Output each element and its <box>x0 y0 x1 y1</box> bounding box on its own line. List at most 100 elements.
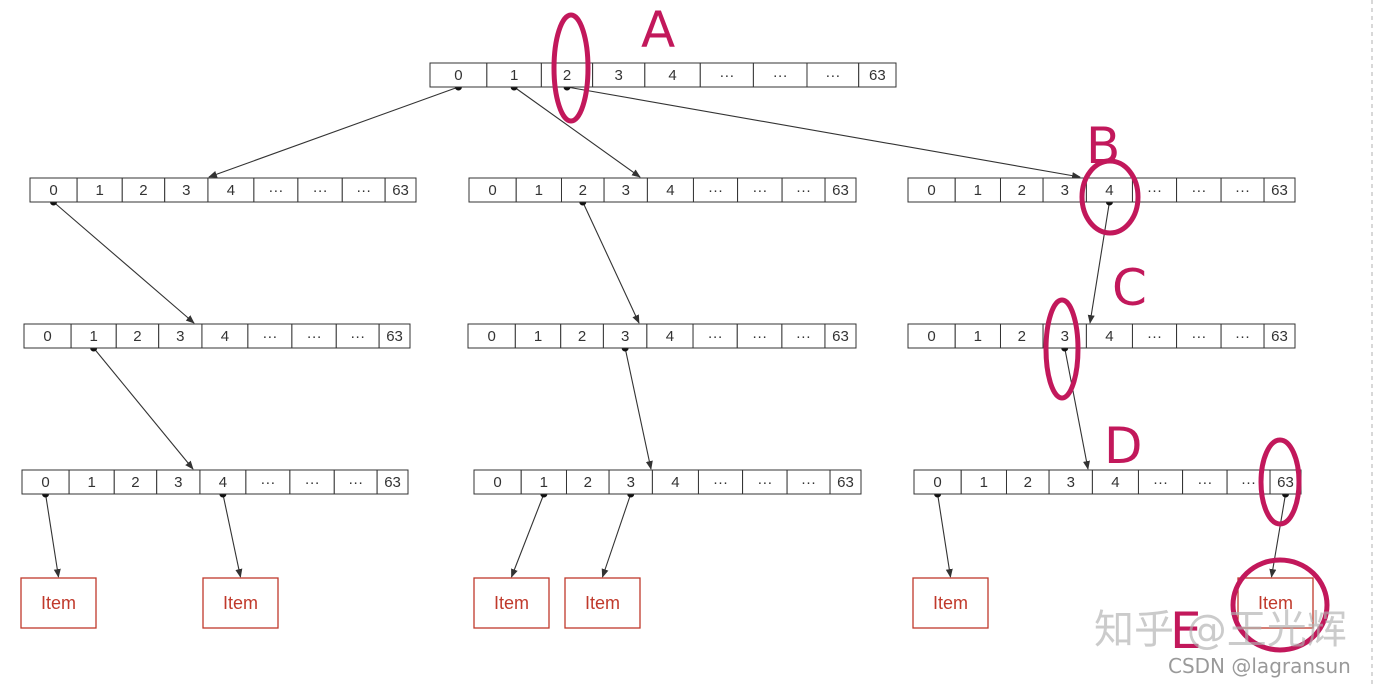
pointer-arrow <box>510 493 545 578</box>
slot-label: ··· <box>348 474 363 491</box>
slot-label: 0 <box>488 182 496 199</box>
slot-cell <box>1220 177 1265 203</box>
slot-label: 63 <box>384 474 401 491</box>
slot-label: 1 <box>535 182 543 199</box>
slot-label: ··· <box>1235 328 1250 345</box>
slot-label: ··· <box>752 328 767 345</box>
slot-label: 2 <box>1018 328 1026 345</box>
slot-cell <box>540 62 594 88</box>
slot-cell <box>608 469 653 495</box>
slot-label: ··· <box>356 182 371 199</box>
slot-label: ··· <box>1191 182 1206 199</box>
slot-cell <box>291 323 337 349</box>
slot-label: 1 <box>974 328 982 345</box>
step-marker-a: A <box>641 1 675 59</box>
item-label: Item <box>1258 593 1293 613</box>
slot-label: 63 <box>1277 474 1294 491</box>
item-box-frame <box>20 577 97 629</box>
slot-label: ··· <box>1147 182 1162 199</box>
pointer-arrow <box>601 493 632 578</box>
slot-label: 4 <box>666 328 674 345</box>
slot-cell <box>699 62 754 88</box>
item-box-frame <box>202 577 279 629</box>
pointer-arrow <box>222 493 243 578</box>
pointer-arrow <box>937 493 953 578</box>
highlight-ellipse <box>551 12 591 124</box>
slot-label: 63 <box>832 328 849 345</box>
slot-label: ··· <box>796 182 811 199</box>
slot-label: 0 <box>41 474 49 491</box>
slot-label: ··· <box>757 474 772 491</box>
slot-label: ··· <box>801 474 816 491</box>
slot-cell <box>21 469 70 495</box>
slot-label: 1 <box>540 474 548 491</box>
slot-cell <box>907 323 956 349</box>
slot-cell <box>692 177 739 203</box>
slot-label: 63 <box>832 182 849 199</box>
item-box: Item <box>473 577 550 629</box>
slot-label: 4 <box>1105 328 1113 345</box>
slot-cell <box>1263 323 1296 349</box>
slot-label: ··· <box>708 182 723 199</box>
slot-label: ··· <box>1191 328 1206 345</box>
slot-cell <box>602 323 648 349</box>
slot-label: 0 <box>487 328 495 345</box>
slot-cell <box>199 469 247 495</box>
slot-cell <box>253 177 299 203</box>
item-label: Item <box>933 593 968 613</box>
slot-cell <box>201 323 249 349</box>
slot-label: 1 <box>974 182 982 199</box>
slot-label: 0 <box>49 182 57 199</box>
slot-cell <box>29 177 78 203</box>
slot-cell <box>592 62 646 88</box>
slot-cell <box>113 469 158 495</box>
highlight-ellipse <box>1043 297 1081 401</box>
slot-cell <box>858 62 897 88</box>
slot-cell <box>646 323 694 349</box>
slot-label: 4 <box>671 474 679 491</box>
slot-cell <box>115 323 160 349</box>
slot-cell <box>23 323 72 349</box>
pointer-arrow <box>566 86 1081 180</box>
slot-label: 3 <box>1067 474 1075 491</box>
slot-cell <box>68 469 115 495</box>
slot-label: ··· <box>1235 182 1250 199</box>
slot-cell <box>644 62 701 88</box>
item-label: Item <box>585 593 620 613</box>
slot-label: ··· <box>268 182 283 199</box>
slot-label: ··· <box>307 328 322 345</box>
item-box-frame <box>473 577 550 629</box>
slot-label: ··· <box>773 67 788 84</box>
slot-label: ··· <box>796 328 811 345</box>
slot-label: ··· <box>260 474 275 491</box>
pointer-arrow <box>1269 493 1287 578</box>
slot-cell <box>297 177 343 203</box>
slot-label: 3 <box>1061 328 1069 345</box>
pointer-arrow <box>513 86 641 178</box>
slot-label: 4 <box>668 67 676 84</box>
slot-label: 3 <box>176 328 184 345</box>
slot-label: ··· <box>825 67 840 84</box>
slot-label: 63 <box>392 182 409 199</box>
slot-cell <box>207 177 255 203</box>
slot-label: 3 <box>627 474 635 491</box>
slot-cell <box>1176 323 1222 349</box>
slot-label: ··· <box>1147 328 1162 345</box>
slot-label: 1 <box>88 474 96 491</box>
slot-label: 63 <box>837 474 854 491</box>
pointer-arrow <box>624 347 653 470</box>
slot-label: ··· <box>350 328 365 345</box>
pointer-arrow <box>1064 347 1090 470</box>
slot-label: ··· <box>1197 474 1212 491</box>
slot-label: 3 <box>621 328 629 345</box>
slot-cell <box>164 177 209 203</box>
slot-cell <box>378 323 411 349</box>
step-marker-e: E <box>1170 602 1202 660</box>
